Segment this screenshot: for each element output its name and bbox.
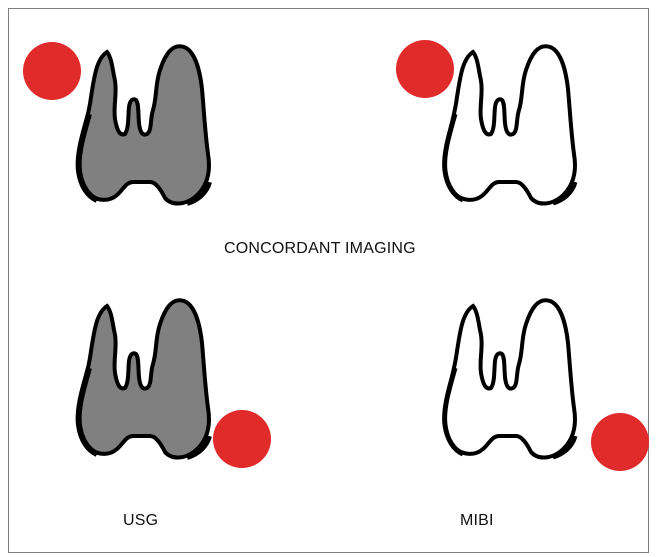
diagram-caption: CONCORDANT IMAGING xyxy=(224,240,416,258)
mibi-label: MIBI xyxy=(460,512,494,530)
marker-mibi-bottom xyxy=(591,413,649,471)
thyroid-panel-usg-top xyxy=(14,37,229,212)
thyroid-mibi-top-svg xyxy=(380,37,595,212)
marker-mibi-top xyxy=(396,40,454,98)
thyroid-panel-usg-bottom xyxy=(14,291,229,466)
thyroid-mibi-bottom xyxy=(445,300,575,457)
marker-usg-bottom xyxy=(213,410,271,468)
thyroid-usg-bottom xyxy=(79,300,209,457)
thyroid-usg-top xyxy=(79,46,209,203)
marker-usg-top xyxy=(23,42,81,100)
thyroid-usg-bottom-svg xyxy=(14,291,229,466)
thyroid-mibi-top xyxy=(445,46,575,203)
thyroid-panel-mibi-top xyxy=(380,37,595,212)
thyroid-panel-mibi-bottom xyxy=(380,291,595,466)
thyroid-usg-top-svg xyxy=(14,37,229,212)
thyroid-mibi-bottom-svg xyxy=(380,291,595,466)
usg-label: USG xyxy=(123,512,158,530)
